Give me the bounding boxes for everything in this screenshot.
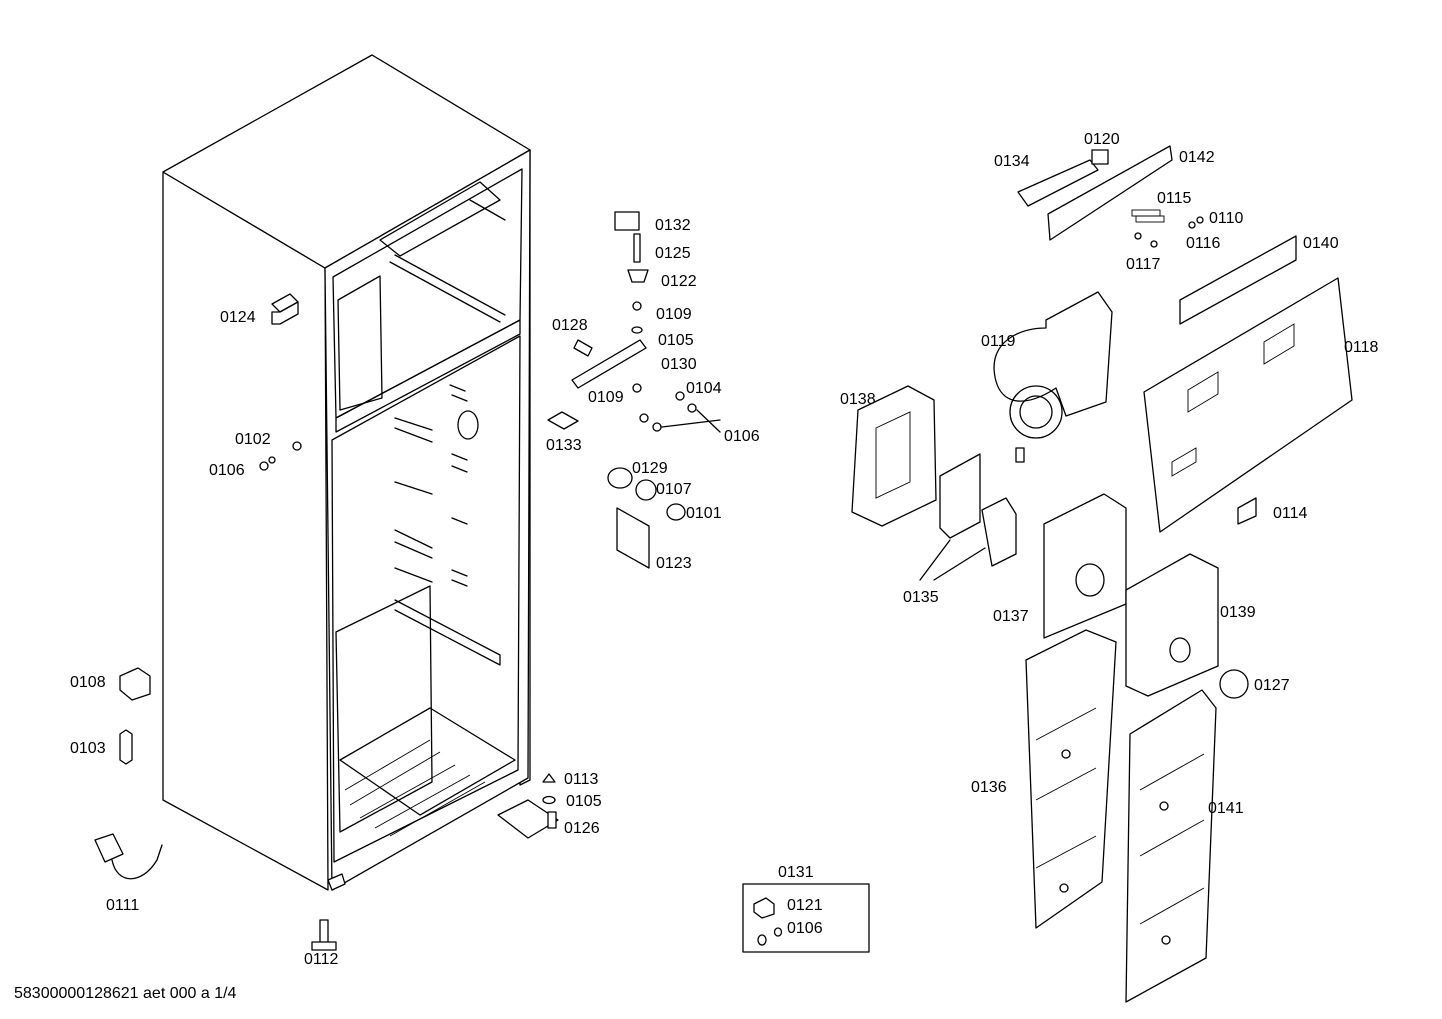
label-0133: 0133 xyxy=(546,437,582,454)
label-0111: 0111 xyxy=(106,897,139,914)
label-0117: 0117 xyxy=(1126,256,1161,273)
label-0126: 0126 xyxy=(564,820,600,837)
document-code: 58300000128621 aet 000 a 1/4 xyxy=(14,985,237,1002)
label-0141: 0141 xyxy=(1208,800,1244,817)
label-0112: 0112 xyxy=(304,951,339,968)
label-0135: 0135 xyxy=(903,589,939,606)
label-0106-hinge: 0106 xyxy=(724,428,760,445)
label-0139: 0139 xyxy=(1220,604,1256,621)
label-0108: 0108 xyxy=(70,674,106,691)
label-0102: 0102 xyxy=(235,431,271,448)
label-0122: 0122 xyxy=(661,273,697,290)
label-0115: 0115 xyxy=(1157,190,1192,207)
label-0127: 0127 xyxy=(1254,677,1290,694)
label-0120: 0120 xyxy=(1084,131,1120,148)
label-0110: 0110 xyxy=(1209,210,1244,227)
label-0114: 0114 xyxy=(1273,505,1308,522)
label-0101: 0101 xyxy=(686,505,722,522)
label-0132: 0132 xyxy=(655,217,691,234)
label-0130: 0130 xyxy=(661,356,697,373)
fridge-cabinet xyxy=(162,54,531,891)
label-0103: 0103 xyxy=(70,740,106,757)
label-0113: 0113 xyxy=(564,771,599,788)
callout-labels: 0132 0125 0122 0109 0105 0128 0130 0109 … xyxy=(70,131,1379,968)
kit-box-0131 xyxy=(742,883,870,953)
label-0105-top: 0105 xyxy=(658,332,694,349)
label-0125: 0125 xyxy=(655,245,691,262)
label-0140: 0140 xyxy=(1303,235,1339,252)
bottom-hinge-parts xyxy=(497,773,559,839)
label-0106-left: 0106 xyxy=(209,462,245,479)
label-0136: 0136 xyxy=(971,779,1007,796)
left-loose-parts xyxy=(94,293,337,951)
label-0128: 0128 xyxy=(552,317,588,334)
right-assembly xyxy=(851,145,1353,1003)
label-0142: 0142 xyxy=(1179,149,1215,166)
label-0121: 0121 xyxy=(787,897,823,914)
label-0131: 0131 xyxy=(778,864,814,881)
label-0116: 0116 xyxy=(1186,235,1221,252)
top-hinge-parts xyxy=(547,211,721,569)
label-0138: 0138 xyxy=(840,391,876,408)
label-0123: 0123 xyxy=(656,555,692,572)
label-0137: 0137 xyxy=(993,608,1029,625)
label-0109-top: 0109 xyxy=(656,306,692,323)
label-0124: 0124 xyxy=(220,309,256,326)
label-0106-kit: 0106 xyxy=(787,920,823,937)
label-0109-mid: 0109 xyxy=(588,389,624,406)
label-0119: 0119 xyxy=(981,333,1016,350)
label-0118: 0118 xyxy=(1344,339,1379,356)
label-0104: 0104 xyxy=(686,380,722,397)
label-0129: 0129 xyxy=(632,460,668,477)
label-0105-bottom: 0105 xyxy=(566,793,602,810)
label-0134: 0134 xyxy=(994,153,1030,170)
label-0107: 0107 xyxy=(656,481,692,498)
